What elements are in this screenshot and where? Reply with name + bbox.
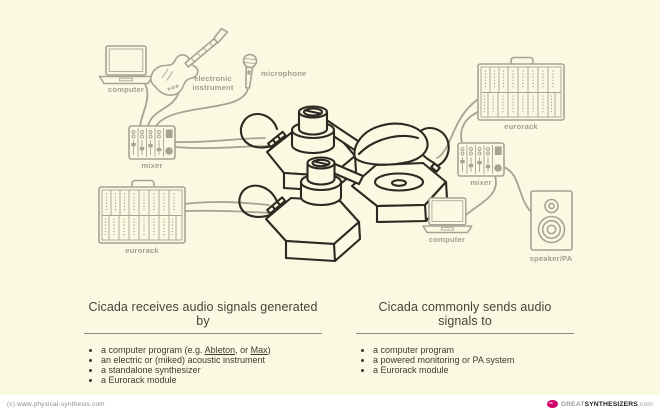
- section-receives: Cicada receives audio signals generated …: [84, 300, 322, 385]
- section-header: Cicada commonly sends audio signals to: [356, 300, 574, 334]
- bullet-item: a powered monitoring or PA system: [373, 355, 574, 365]
- bullet-item: an electric or (miked) acoustic instrume…: [101, 355, 322, 365]
- instrument-label-line2: instrument: [192, 83, 234, 92]
- cicada-pod-lower: [264, 196, 362, 263]
- eurorack-left-label: eurorack: [125, 246, 159, 255]
- bullet-item: a Eurorack module: [101, 375, 322, 385]
- logo-text: GREATSYNTHESIZERS.com: [560, 400, 653, 408]
- eurorack-right-label: eurorack: [504, 122, 538, 131]
- cable-loop-lower: [238, 184, 279, 218]
- section-title: Cicada commonly sends audio signals to: [356, 300, 574, 334]
- bullet-item: a standalone synthesizer: [101, 365, 322, 375]
- microphone: microphone: [242, 53, 306, 89]
- mixer-right-label: mixer: [470, 178, 491, 187]
- computer-left-label: computer: [108, 85, 144, 94]
- bullet-item: a computer program: [373, 345, 574, 355]
- microphone-label: microphone: [261, 69, 306, 78]
- cable-loop-right: [414, 126, 450, 168]
- bullet-list: a computer programa powered monitoring o…: [356, 345, 574, 375]
- section-header: Cicada receives audio signals generated …: [84, 300, 322, 334]
- bullet-list: a computer program (e.g. Ableton, or Max…: [84, 345, 322, 385]
- section-sends: Cicada commonly sends audio signals to a…: [356, 300, 574, 375]
- copyright-text: (c) www.physical-synthesis.com: [7, 400, 105, 408]
- cicada-disc: [373, 172, 425, 192]
- speaker-pa: speaker/PA: [530, 190, 573, 263]
- computer-left: computer: [98, 45, 154, 94]
- cicada-leaf: [353, 122, 429, 166]
- speaker-label: speaker/PA: [530, 254, 573, 263]
- logo-oval-icon: [546, 400, 558, 408]
- bullet-item: a Eurorack module: [373, 365, 574, 375]
- footer-bar: (c) www.physical-synthesis.com GREATSYNT…: [0, 395, 660, 413]
- computer-right: computer: [422, 197, 473, 244]
- instrument-label-line1: electronic: [194, 74, 232, 83]
- mixer-right: mixer: [457, 142, 505, 187]
- site-logo[interactable]: GREATSYNTHESIZERS.com: [546, 400, 653, 408]
- electronic-instrument: electronic instrument: [150, 27, 234, 96]
- diagram-canvas: computer electronic instrument: [98, 27, 573, 263]
- cicada-device: [238, 105, 450, 263]
- mixer-left: mixer: [128, 125, 176, 170]
- inline-link[interactable]: Max: [250, 345, 268, 355]
- cable-loop-upper: [239, 112, 279, 149]
- eurorack-left: eurorack: [98, 179, 186, 255]
- mixer-left-label: mixer: [141, 161, 162, 170]
- inline-link[interactable]: Ableton: [204, 345, 236, 355]
- bullet-item: a computer program (e.g. Ableton, or Max…: [101, 345, 322, 355]
- eurorack-right: eurorack: [477, 56, 565, 131]
- section-title: Cicada receives audio signals generated …: [84, 300, 322, 334]
- computer-right-label: computer: [429, 235, 465, 244]
- cicada-knob-lower[interactable]: [299, 156, 343, 207]
- cicada-knob-upper[interactable]: [290, 105, 336, 155]
